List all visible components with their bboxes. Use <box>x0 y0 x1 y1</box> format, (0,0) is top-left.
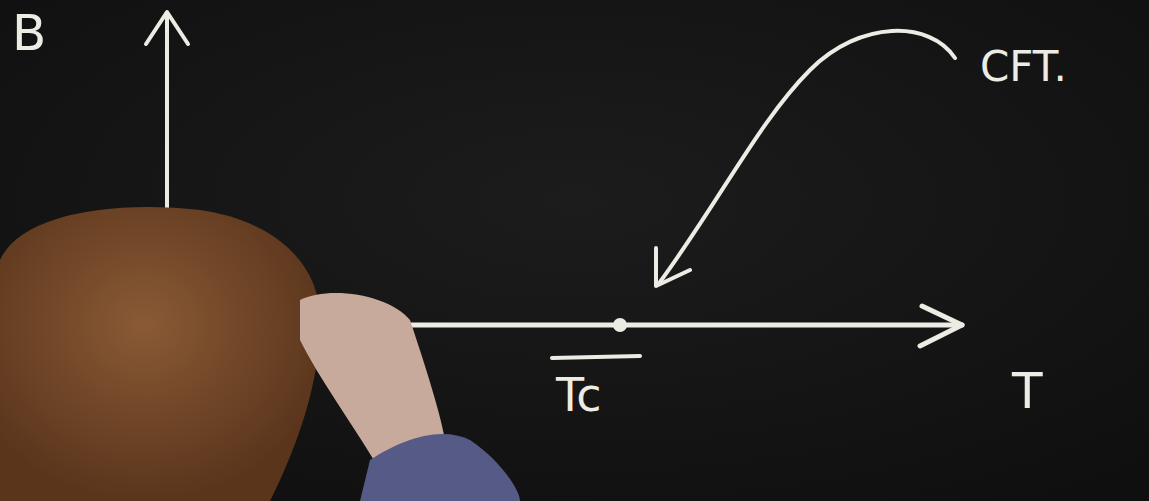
pointer-arrow <box>660 31 955 282</box>
tc-bar <box>552 356 640 358</box>
b-axis <box>165 14 169 240</box>
lecturer-sleeve <box>360 434 520 501</box>
critical-point <box>613 318 627 332</box>
axis-label: B <box>12 8 46 58</box>
critical-temperature-label: Tc <box>556 372 602 418</box>
b-axis-head <box>146 12 188 44</box>
t-axis-head <box>920 306 962 346</box>
callout-label: CFT. <box>980 46 1067 88</box>
pointer-head <box>656 248 690 286</box>
lecturer-head <box>0 207 320 501</box>
axis-label: T <box>1012 366 1043 416</box>
